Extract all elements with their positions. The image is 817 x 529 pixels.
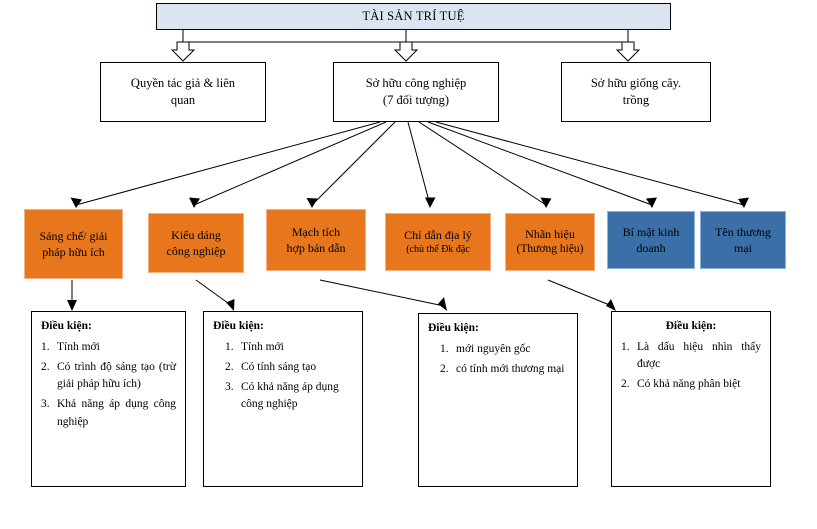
object-line2: doanh xyxy=(636,241,666,255)
condition-item: 2. Có tính sáng tạo xyxy=(225,359,353,376)
object-box-patent: Sáng chế/ giải pháp hữu ích xyxy=(24,209,123,279)
object-line2: (chủ thể Đk đặc xyxy=(406,244,470,256)
object-line2: pháp hữu ích xyxy=(42,245,105,259)
condition-item: 3. Có khả năng áp dụng công nghiệp xyxy=(225,379,353,414)
condition-item: 1. Tính mới xyxy=(41,339,176,356)
condition-list: 1. Là dấu hiệu nhìn thấy được 2. Có khả nă… xyxy=(621,339,761,397)
object-box-trademark: Nhãn hiệu (Thương hiệu) xyxy=(505,213,595,271)
condition-box-patent: Điều kiện: 1. Tính mới 2. Có trình độ sáng… xyxy=(31,311,186,487)
title-box: TÀI SẢN TRÍ TUỆ xyxy=(156,3,671,30)
object-line2: (Thương hiệu) xyxy=(516,243,584,256)
level2-line1: Quyền tác giả & liên xyxy=(130,76,236,91)
object-box-trade-name: Tên thương mại xyxy=(700,211,786,269)
object-box-trade-secret: Bí mật kinh doanh xyxy=(607,211,695,269)
condition-box-semiconductor-layout: Điều kiện: 1. mới nguyên gốc 2. có tính mớ… xyxy=(418,313,578,487)
condition-item-number: 1. xyxy=(225,340,234,353)
condition-item-text: Có khả năng áp dụng công nghiệp xyxy=(241,381,339,411)
condition-item: 3. Khả năng áp dụng công nghiệp xyxy=(41,396,176,431)
condition-item-number: 2. xyxy=(41,360,50,373)
object-box-semiconductor-layout: Mạch tích hợp bán dẫn xyxy=(266,209,366,271)
condition-item-text: Là dấu hiệu nhìn thấy được xyxy=(637,340,761,370)
condition-item: 1. Là dấu hiệu nhìn thấy được xyxy=(621,339,761,374)
condition-item-number: 1. xyxy=(621,340,630,353)
condition-item-text: Tính mới xyxy=(241,340,284,353)
condition-box-industrial-design: Điều kiện: 1. Tính mới 2. Có tính sáng tạo… xyxy=(203,311,363,487)
condition-item-text: Có trình độ sáng tạo (trừ giải pháp hữu … xyxy=(57,360,176,391)
condition-item-text: Có khả năng phân biệt xyxy=(637,378,741,391)
condition-item: 1. Tính mới xyxy=(225,339,353,356)
condition-item-number: 1. xyxy=(440,342,449,355)
object-line2: công nghiệp xyxy=(166,244,226,258)
condition-item-number: 2. xyxy=(225,360,234,373)
level2-box-industrial-property: Sở hữu công nghiệp (7 đối tượng) xyxy=(333,62,499,122)
condition-list: 1. Tính mới 2. Có trình độ sáng tạo (trừ g… xyxy=(41,339,176,434)
level2-box-plant-variety: Sở hữu giống cây. trồng xyxy=(561,62,711,122)
object-box-geographical-indication: Chỉ dẫn địa lý (chủ thể Đk đặc xyxy=(385,213,491,271)
object-line1: Nhãn hiệu xyxy=(525,227,575,242)
condition-list: 1. Tính mới 2. Có tính sáng tạo 3. Có khả n… xyxy=(213,339,353,417)
condition-item: 2. Có trình độ sáng tạo (trừ giải pháp hữ… xyxy=(41,359,176,394)
condition-item-text: mới nguyên gốc xyxy=(456,342,531,355)
condition-item-number: 1. xyxy=(41,340,50,353)
condition-title: Điều kiện: xyxy=(41,320,92,332)
level2-line2: quan xyxy=(170,93,196,107)
condition-title: Điều kiện: xyxy=(213,320,264,332)
object-line1: Mạch tích xyxy=(291,224,341,239)
level2-box-copyright: Quyền tác giả & liên quan xyxy=(100,62,266,122)
object-line1: Tên thương xyxy=(715,224,771,239)
condition-title: Điều kiện: xyxy=(665,320,717,332)
condition-list: 1. mới nguyên gốc 2. có tính mới thương mạ… xyxy=(428,341,568,382)
condition-item-number: 2. xyxy=(621,378,630,391)
object-line1: Kiểu dáng xyxy=(171,227,221,242)
condition-item-number: 3. xyxy=(225,381,234,394)
condition-item: 2. có tính mới thương mại xyxy=(440,361,568,378)
level2-line2: (7 đối tượng) xyxy=(382,93,450,107)
title-text: TÀI SẢN TRÍ TUỆ xyxy=(362,9,465,24)
condition-item-text: có tính mới thương mại xyxy=(456,362,565,375)
object-line2: hợp bán dẫn xyxy=(286,241,346,255)
object-line1: Chỉ dẫn địa lý xyxy=(404,228,472,243)
level2-line2: trồng xyxy=(622,93,650,107)
level2-line1: Sở hữu công nghiệp xyxy=(365,76,467,91)
condition-item-text: Có tính sáng tạo xyxy=(241,360,317,373)
condition-item: 2. Có khả năng phân biệt xyxy=(621,376,761,393)
condition-item: 1. mới nguyên gốc xyxy=(440,341,568,358)
condition-box-trademark: Điều kiện: 1. Là dấu hiệu nhìn thấy được … xyxy=(611,311,771,487)
level2-line1: Sở hữu giống cây. xyxy=(590,76,682,91)
object-box-industrial-design: Kiểu dáng công nghiệp xyxy=(148,213,244,273)
object-line2: mại xyxy=(734,241,752,255)
condition-item-number: 2. xyxy=(440,362,449,375)
condition-item-text: Khả năng áp dụng công nghiệp xyxy=(57,398,176,428)
object-line1: Sáng chế/ giải xyxy=(39,228,108,243)
object-line1: Bí mật kinh xyxy=(622,224,680,239)
condition-title: Điều kiện: xyxy=(428,322,479,334)
condition-item-text: Tính mới xyxy=(57,340,100,353)
condition-item-number: 3. xyxy=(41,398,50,411)
